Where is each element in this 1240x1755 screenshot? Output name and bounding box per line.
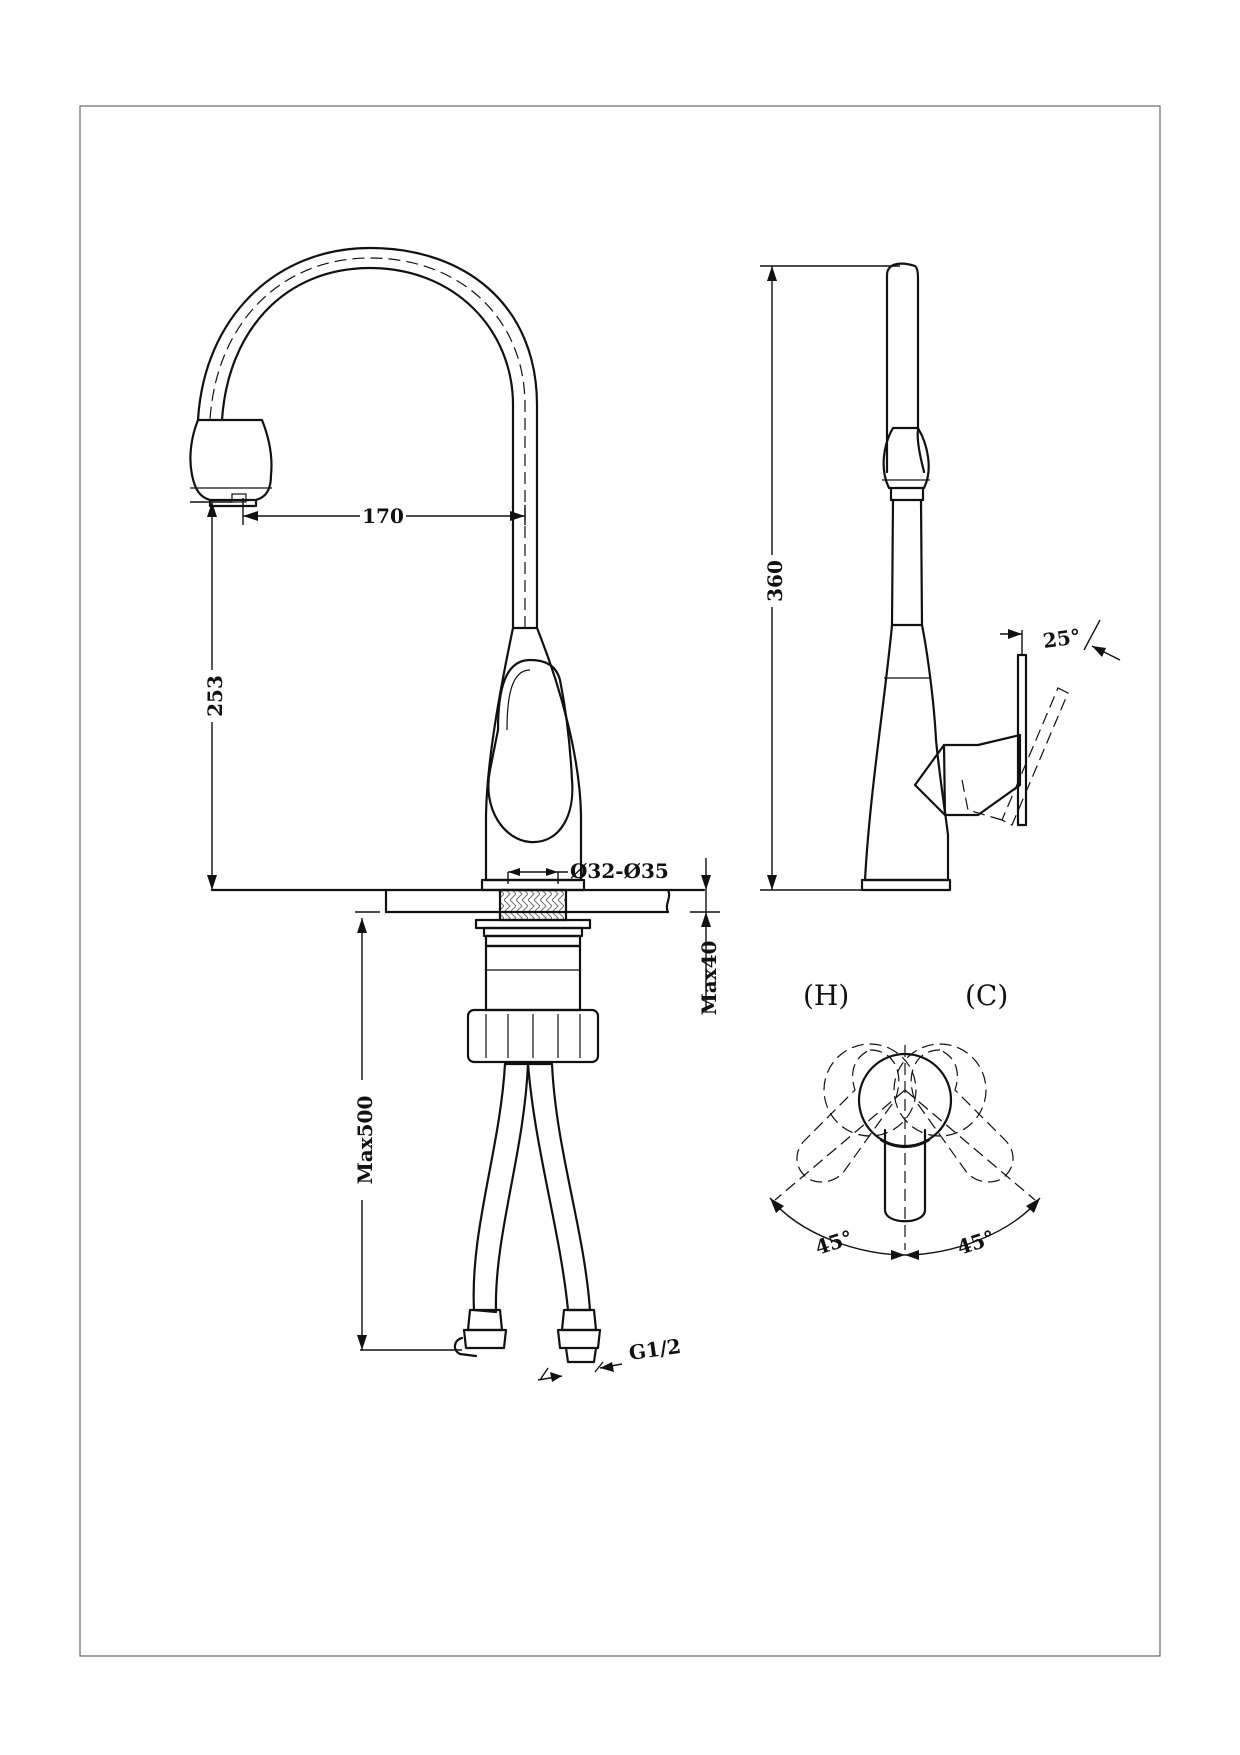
dim-hose-thread: G1/2 bbox=[627, 1334, 682, 1365]
side-lever bbox=[1016, 653, 1028, 827]
hot-label: (H) bbox=[803, 979, 849, 1012]
dim-deck-thickness: Max40 bbox=[697, 941, 721, 1016]
front-view bbox=[189, 246, 706, 1364]
dim-total-height: 360 bbox=[763, 560, 787, 602]
dim-spout-reach: 170 bbox=[362, 504, 404, 528]
dim-hole-diameter: Ø32-Ø35 bbox=[570, 859, 669, 883]
side-body bbox=[863, 623, 950, 882]
dim-rotation-cold: 45° bbox=[954, 1225, 997, 1260]
top-view: (H) (C) 45° 45° bbox=[769, 979, 1041, 1260]
mounting-nut bbox=[466, 1008, 600, 1064]
lever-handle bbox=[487, 658, 574, 844]
dim-rotation-hot: 45° bbox=[812, 1225, 855, 1260]
center-handle-lever bbox=[883, 1128, 927, 1223]
base-flange bbox=[480, 878, 586, 892]
dim-spout-height: 253 bbox=[203, 675, 227, 717]
side-aerator-head bbox=[882, 426, 930, 490]
braided-hose-cold bbox=[526, 1062, 592, 1312]
aerator-head bbox=[189, 418, 273, 502]
side-dimensions: 360 25° bbox=[758, 265, 1121, 891]
braided-hose-hot bbox=[472, 1062, 530, 1314]
dim-handle-tilt: 25° bbox=[1041, 624, 1082, 653]
front-dimensions: 170 253 Ø32-Ø35 Max40 Max500 bbox=[190, 498, 721, 1382]
aerator-outlet bbox=[231, 493, 247, 503]
page-frame bbox=[79, 105, 1161, 1657]
cold-label: (C) bbox=[965, 979, 1008, 1012]
dim-hose-length: Max500 bbox=[353, 1096, 377, 1185]
side-view bbox=[860, 262, 1069, 892]
